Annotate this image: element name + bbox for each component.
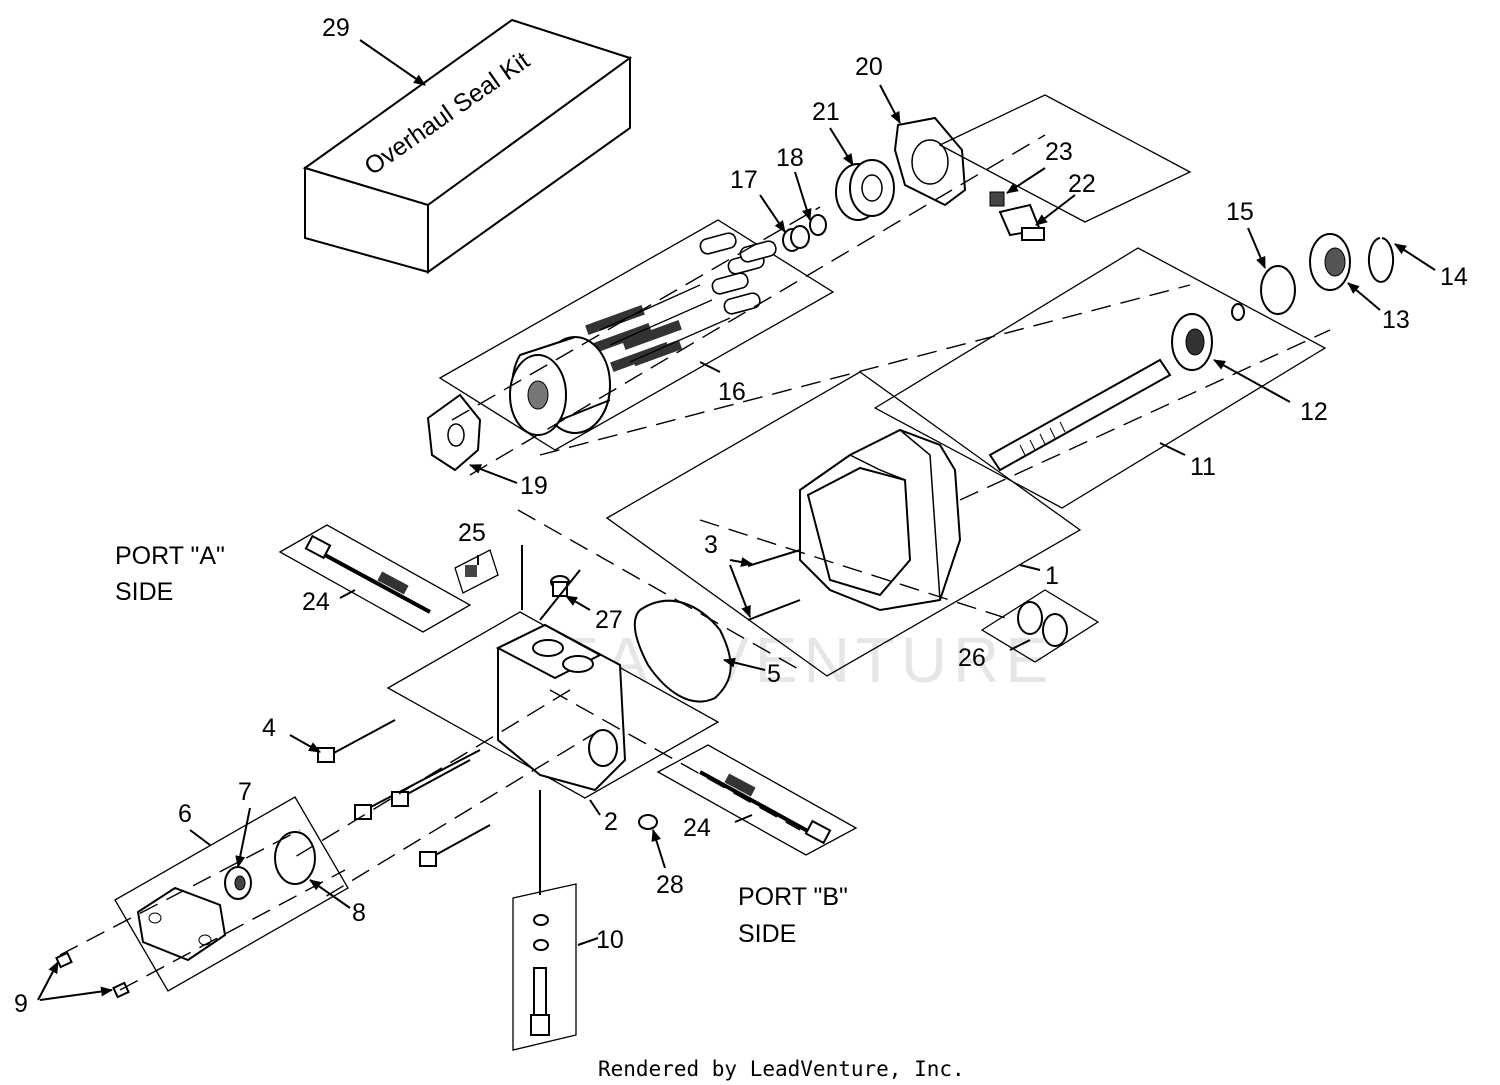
callout-labels: 29 20 21 18 17 23 22 15 14 13 12 16 11 1… [14,14,1468,1018]
callout-5: 5 [767,660,781,688]
callout-17: 17 [730,166,758,194]
port-b-label-line2: SIDE [738,920,796,948]
callout-27: 27 [595,606,623,634]
frame-11 [873,247,1327,509]
callout-14: 14 [1440,263,1468,291]
callout-20: 20 [855,53,883,81]
callout-25: 25 [458,519,486,547]
callout-13: 13 [1382,306,1410,334]
frame-2 [386,611,720,799]
callout-18: 18 [776,144,804,172]
callout-2: 2 [604,808,618,836]
cylinder-block[interactable] [509,336,611,436]
callout-7: 7 [238,778,252,806]
gerotor-7[interactable] [224,866,252,900]
callout-29: 29 [322,14,350,42]
housing-bolts[interactable] [317,719,491,867]
gasket-5[interactable] [633,599,732,703]
frame-24a [278,524,472,633]
assembly-lines [59,134,1331,991]
swash-plate[interactable] [426,393,482,472]
main-housing[interactable] [799,428,962,612]
center-section[interactable] [495,623,627,792]
port-b-label-line1: PORT "B" [738,883,848,911]
callout-4: 4 [262,714,276,742]
port-a-label-line2: SIDE [115,578,173,606]
port-a-label-line1: PORT "A" [115,542,225,570]
plug-28[interactable] [638,814,658,830]
frame-24b [656,744,858,856]
callout-16: 16 [718,378,746,406]
port-labels: PORT "A" SIDE PORT "B" SIDE [115,542,848,948]
frame-16 [438,219,835,451]
plug-27[interactable] [550,575,570,597]
dowel-pins[interactable] [747,549,801,621]
callout-3: 3 [704,531,718,559]
leader-arrows [37,39,1436,1001]
frame-housing [605,371,1082,677]
trunnion-arm[interactable] [989,191,1045,241]
callout-11: 11 [1190,453,1216,481]
frame-20 [938,94,1192,223]
bypass-part-25[interactable] [465,565,477,577]
shaft-rings[interactable] [1260,233,1394,315]
callout-19: 19 [520,472,548,500]
callout-22: 22 [1068,170,1096,198]
callout-24-b: 24 [683,814,711,842]
callout-1: 1 [1045,562,1059,590]
guide-lines [521,545,581,895]
footer-credit: Rendered by LeadVenture, Inc. [598,1057,965,1081]
callout-10: 10 [596,926,624,954]
charge-pump-cover[interactable] [136,886,227,962]
callout-8: 8 [352,899,366,927]
callout-23: 23 [1045,138,1073,166]
callout-15: 15 [1226,198,1254,226]
callout-21: 21 [812,98,840,126]
callout-6: 6 [178,800,192,828]
input-shaft[interactable] [988,303,1245,472]
check-valve-b[interactable] [699,770,832,845]
o-ring-8[interactable] [274,831,316,885]
callout-12: 12 [1300,398,1328,426]
check-valve-a[interactable] [304,534,431,614]
swash-housing-20[interactable] [893,116,967,207]
callout-28: 28 [656,871,684,899]
bypass-valve-10[interactable] [530,914,550,1036]
spring-and-washer[interactable] [782,214,827,252]
callout-24-a: 24 [302,588,330,616]
callout-26: 26 [958,644,986,672]
thrust-washer[interactable] [1017,601,1068,647]
frame-6 [114,796,349,992]
pistons-springs[interactable] [585,232,777,372]
overhaul-seal-kit-box[interactable]: Overhaul Seal Kit [302,18,633,274]
shaft-seal-21[interactable] [835,159,895,221]
callout-9: 9 [14,990,28,1018]
frame-10 [512,883,577,1051]
plain-leaders [189,361,1186,946]
cover-screws[interactable] [55,951,130,999]
